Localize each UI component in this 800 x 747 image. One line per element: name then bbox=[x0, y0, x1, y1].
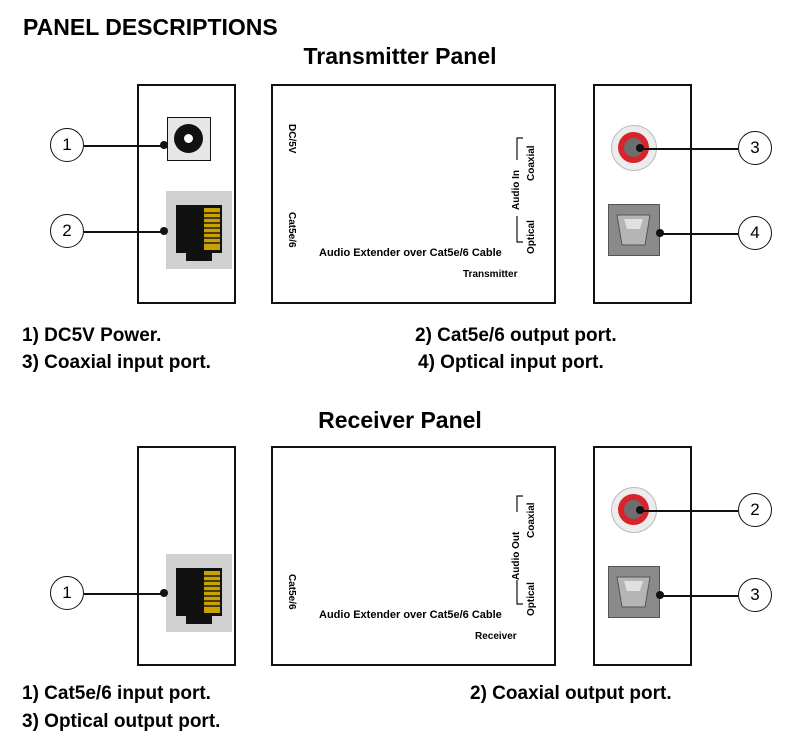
optical-port bbox=[608, 204, 660, 256]
callout-2: 2 bbox=[738, 493, 772, 527]
page-title: PANEL DESCRIPTIONS bbox=[23, 14, 278, 40]
leader-dot bbox=[636, 506, 644, 514]
leader-dot bbox=[636, 144, 644, 152]
leader-dot bbox=[656, 591, 664, 599]
optical-port bbox=[608, 566, 660, 618]
leader-dot bbox=[160, 227, 168, 235]
leader-line bbox=[84, 145, 164, 147]
receiver-rear-panel bbox=[137, 446, 236, 666]
leader-dot bbox=[160, 141, 168, 149]
callout-1: 1 bbox=[50, 576, 84, 610]
leader-line bbox=[642, 148, 738, 150]
receiver-audio-panel bbox=[593, 446, 692, 666]
description-item: 2) Coaxial output port. bbox=[470, 683, 672, 704]
model-name: Receiver bbox=[475, 631, 517, 642]
dc-power-jack bbox=[167, 117, 211, 161]
leader-line bbox=[84, 593, 164, 595]
callout-2: 2 bbox=[50, 214, 84, 248]
leader-line bbox=[84, 231, 164, 233]
receiver-title: Receiver Panel bbox=[318, 407, 482, 433]
product-name: Audio Extender over Cat5e/6 Cable bbox=[319, 609, 502, 621]
product-name: Audio Extender over Cat5e/6 Cable bbox=[319, 247, 502, 259]
label-cat5e6: Cat5e/6 bbox=[286, 212, 297, 248]
callout-4: 4 bbox=[738, 216, 772, 250]
leader-line bbox=[662, 595, 738, 597]
transmitter-audio-panel bbox=[593, 84, 692, 304]
description-item: 4) Optical input port. bbox=[418, 352, 604, 373]
description-item: 1) Cat5e/6 input port. bbox=[22, 683, 211, 704]
transmitter-front-panel: DC/5V Cat5e/6 Coaxial Optical Audio In A… bbox=[271, 84, 556, 304]
description-item: 1) DC5V Power. bbox=[22, 325, 162, 346]
label-dc5v: DC/5V bbox=[286, 124, 297, 154]
callout-1: 1 bbox=[50, 128, 84, 162]
transmitter-rear-panel bbox=[137, 84, 236, 304]
bracket bbox=[516, 495, 523, 605]
callout-3: 3 bbox=[738, 131, 772, 165]
callout-3: 3 bbox=[738, 578, 772, 612]
leader-dot bbox=[160, 589, 168, 597]
model-name: Transmitter bbox=[463, 269, 518, 280]
label-cat5e6: Cat5e/6 bbox=[286, 574, 297, 610]
leader-dot bbox=[656, 229, 664, 237]
receiver-front-panel: Cat5e/6 Coaxial Optical Audio Out Audio … bbox=[271, 446, 556, 666]
rj45-port bbox=[166, 191, 232, 269]
description-item: 3) Optical output port. bbox=[22, 711, 221, 732]
description-item: 2) Cat5e/6 output port. bbox=[415, 325, 617, 346]
leader-line bbox=[642, 510, 738, 512]
leader-line bbox=[662, 233, 738, 235]
description-item: 3) Coaxial input port. bbox=[22, 352, 211, 373]
rj45-port bbox=[166, 554, 232, 632]
transmitter-title: Transmitter Panel bbox=[303, 43, 497, 69]
bracket bbox=[516, 137, 523, 243]
